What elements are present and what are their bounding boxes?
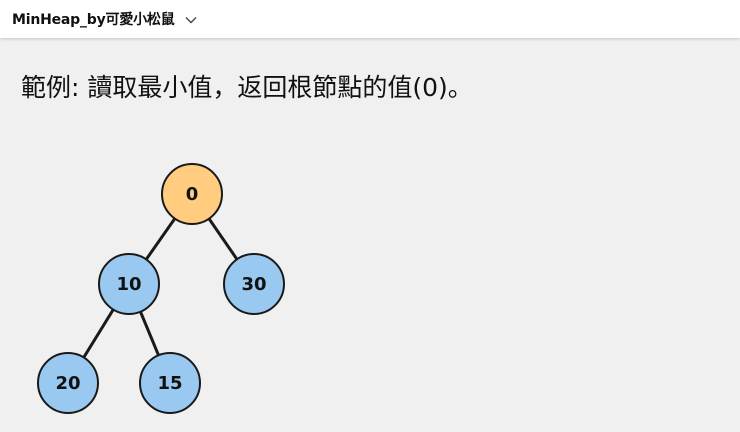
chevron-down-icon[interactable]: [184, 12, 198, 26]
tree-node-right: 30: [223, 253, 285, 315]
tree-node-root: 0: [161, 163, 223, 225]
node-circle: [98, 253, 160, 315]
tree-node-left-left: 20: [37, 352, 99, 414]
node-value: 20: [55, 373, 80, 394]
tree-node-left: 10: [98, 253, 160, 315]
node-value: 10: [116, 274, 141, 295]
tree-node-left-right: 15: [139, 352, 201, 414]
page-heading: 範例: 讀取最小值，返回根節點的值(0)。: [21, 73, 473, 102]
title-bar: MinHeap_by可愛小松鼠: [0, 0, 740, 38]
node-value: 15: [157, 373, 182, 394]
document-title[interactable]: MinHeap_by可愛小松鼠: [12, 12, 175, 28]
node-circle: [139, 352, 201, 414]
node-value: 0: [186, 184, 199, 205]
node-value: 30: [241, 274, 266, 295]
main-content: 範例: 讀取最小值，返回根節點的值(0)。 0 10 30 20 15: [0, 38, 740, 432]
min-heap-tree: 0 10 30 20 15: [37, 163, 285, 414]
node-circle: [37, 352, 99, 414]
tree-nodes: 0 10 30 20 15: [37, 163, 285, 414]
node-circle: [161, 163, 223, 225]
node-circle: [223, 253, 285, 315]
